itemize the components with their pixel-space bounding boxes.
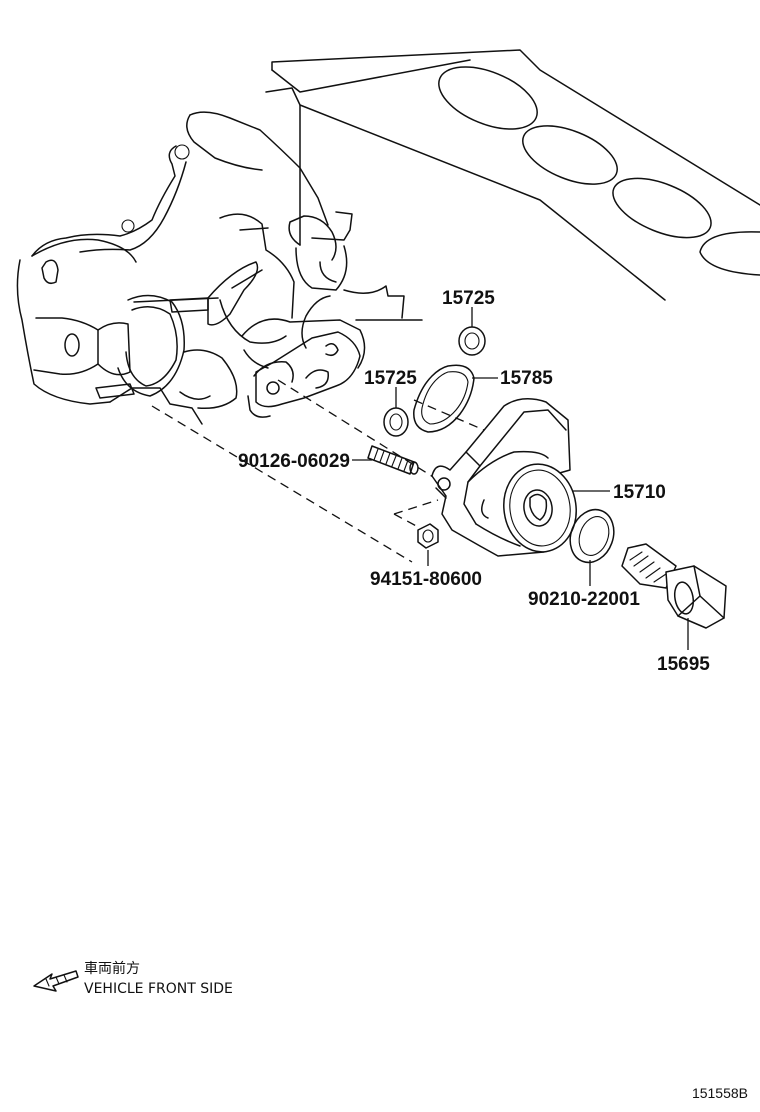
plug-bolt-drawing [621, 543, 727, 629]
label-15725-lower: 15725 [364, 368, 417, 389]
label-15725-upper: 15725 [442, 288, 495, 309]
nut-drawing [417, 523, 439, 549]
seal-15725-upper-drawing [458, 326, 486, 356]
pump-housing-drawing [16, 111, 423, 425]
figure-id: 151558B [692, 1085, 748, 1101]
label-94151-80600: 94151-80600 [370, 569, 482, 590]
stud-bolt-drawing [367, 445, 419, 475]
seal-15725-lower-drawing [383, 407, 409, 437]
front-side-legend: 車両前方 VEHICLE FRONT SIDE [33, 960, 233, 997]
label-15785: 15785 [500, 368, 553, 389]
label-15695: 15695 [657, 654, 710, 675]
label-15710: 15710 [613, 482, 666, 503]
label-90210-22001: 90210-22001 [528, 589, 640, 610]
ring-gasket-drawing [569, 508, 615, 564]
part-labels: 15725 15725 15785 90126-06029 15710 9415… [238, 288, 710, 675]
gasket-15785-drawing [413, 364, 475, 433]
label-90126-06029: 90126-06029 [238, 451, 350, 472]
legend-japanese-text: 車両前方 [84, 960, 140, 977]
legend-english-text: VEHICLE FRONT SIDE [84, 981, 233, 997]
left-arrow-icon [33, 970, 79, 992]
cover-15710-drawing [431, 398, 577, 557]
leader-lines [352, 307, 689, 650]
engine-block-drawing [265, 49, 760, 301]
